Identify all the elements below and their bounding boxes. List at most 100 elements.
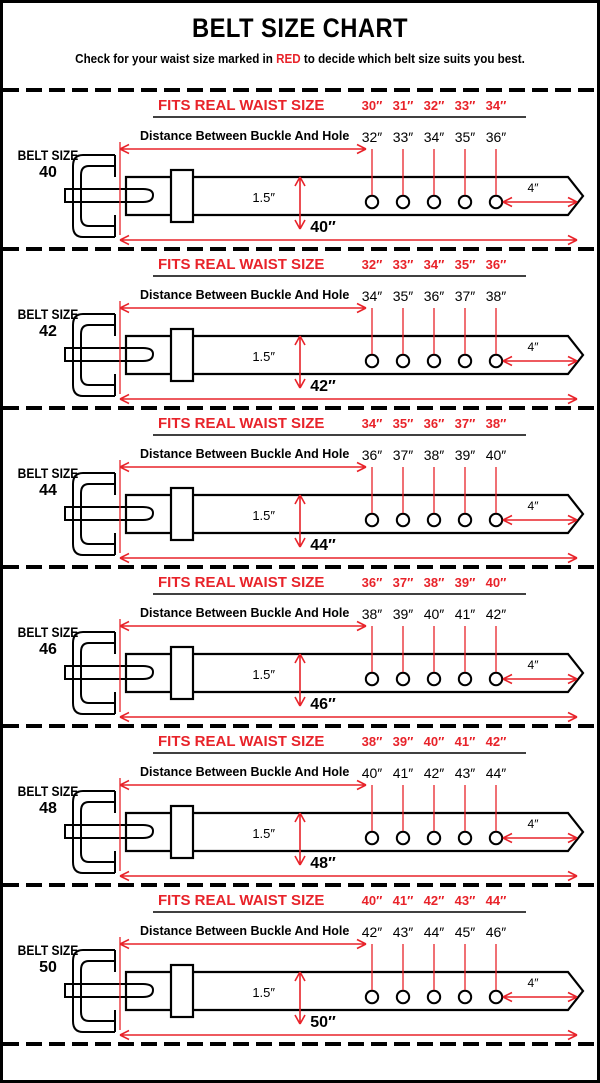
distance-between-buckle-and-hole-label: Distance Between Buckle And Hole [140, 447, 349, 461]
belt-hole [426, 830, 442, 846]
waist-size-value: 38″ [424, 575, 445, 590]
belt-hole [426, 989, 442, 1005]
belt-keeper-loop [169, 168, 195, 224]
hole-distance-value: 45″ [455, 924, 476, 940]
belt-hole [364, 830, 380, 846]
total-length-arrow [119, 711, 578, 723]
buckle-inner-frame [80, 801, 115, 863]
hole-distance-value: 37″ [455, 288, 476, 304]
waist-size-value: 39″ [455, 575, 476, 590]
belt-strap [124, 175, 585, 217]
hole-distance-value: 38″ [362, 606, 383, 622]
buckle-prong [64, 983, 155, 998]
belt-hole [488, 830, 504, 846]
belt-hole [395, 353, 411, 369]
fits-real-waist-size-label: FITS REAL WAIST SIZE [158, 97, 324, 114]
hole-distance-value: 43″ [393, 924, 414, 940]
waist-size-value: 34″ [362, 416, 383, 431]
distance-between-buckle-and-hole-label: Distance Between Buckle And Hole [140, 606, 349, 620]
belt-hole [457, 353, 473, 369]
waist-size-value: 32″ [424, 98, 445, 113]
belt-hole [364, 353, 380, 369]
belt-hole [426, 194, 442, 210]
distance-arrow [119, 461, 367, 473]
distance-between-buckle-and-hole-label: Distance Between Buckle And Hole [140, 765, 349, 779]
belt-width-value: 1.5″ [252, 985, 275, 1000]
tail-length-arrow [502, 832, 578, 844]
buckle-frame [72, 472, 115, 556]
belt-hole [488, 512, 504, 528]
waist-size-value: 33″ [455, 98, 476, 113]
belt-hole [364, 989, 380, 1005]
buckle-prong [64, 824, 155, 839]
tail-length-value: 4″ [528, 499, 540, 513]
total-length-value: 42″ [310, 378, 336, 395]
row-separator [3, 724, 597, 728]
subtitle-highlight-red: RED [276, 52, 301, 66]
row-separator [3, 406, 597, 410]
belt-hole [457, 830, 473, 846]
belt-keeper-loop [169, 327, 195, 383]
belt-hole [364, 512, 380, 528]
belt-width-value: 1.5″ [252, 508, 275, 523]
fits-real-waist-size-label: FITS REAL WAIST SIZE [158, 256, 324, 273]
belt-hole [457, 671, 473, 687]
hole-distance-value: 42″ [424, 765, 445, 781]
belt-width-value: 1.5″ [252, 667, 275, 682]
belt-hole [395, 671, 411, 687]
hole-distance-value: 42″ [362, 924, 383, 940]
belt-hole [457, 989, 473, 1005]
hole-distance-value: 34″ [424, 129, 445, 145]
page-title: BELT SIZE CHART [191, 13, 409, 43]
tail-length-value: 4″ [528, 340, 540, 354]
belt-strap [124, 652, 585, 694]
hole-distance-value: 42″ [486, 606, 507, 622]
row-separator [3, 88, 597, 92]
belt-hole [426, 512, 442, 528]
chart-subtitle: Check for your waist size marked in RED … [24, 53, 576, 66]
hole-distance-value: 40″ [424, 606, 445, 622]
belt-hole [426, 671, 442, 687]
belt-width-arrow [294, 812, 306, 866]
fits-real-waist-size-label: FITS REAL WAIST SIZE [158, 733, 324, 750]
belt-keeper-loop [169, 804, 195, 860]
belt-hole [488, 989, 504, 1005]
belt-keeper-loop [169, 645, 195, 701]
belt-keeper-loop [169, 486, 195, 542]
subtitle-text-before: Check for your waist size marked in [75, 52, 277, 66]
belt-hole [488, 194, 504, 210]
tail-length-arrow [502, 196, 578, 208]
waist-size-value: 38″ [362, 734, 383, 749]
waist-size-value: 41″ [393, 893, 414, 908]
belt-width-arrow [294, 653, 306, 707]
belt-hole [395, 512, 411, 528]
hole-distance-value: 44″ [424, 924, 445, 940]
row-separator [3, 1042, 597, 1046]
belt-strap [124, 811, 585, 853]
waist-size-value: 34″ [486, 98, 507, 113]
waist-size-value: 32″ [362, 257, 383, 272]
buckle-prong [64, 347, 155, 362]
belt-width-arrow [294, 494, 306, 548]
tail-length-arrow [502, 514, 578, 526]
fits-real-waist-size-label: FITS REAL WAIST SIZE [158, 892, 324, 909]
belt-hole [488, 353, 504, 369]
buckle-prong [64, 665, 155, 680]
waist-size-value: 34″ [424, 257, 445, 272]
buckle-prong [64, 188, 155, 203]
total-length-value: 46″ [310, 696, 336, 713]
distance-between-buckle-and-hole-label: Distance Between Buckle And Hole [140, 129, 349, 143]
hole-distance-value: 33″ [393, 129, 414, 145]
waist-size-value: 40″ [362, 893, 383, 908]
hole-distance-value: 38″ [486, 288, 507, 304]
hole-distance-value: 39″ [393, 606, 414, 622]
